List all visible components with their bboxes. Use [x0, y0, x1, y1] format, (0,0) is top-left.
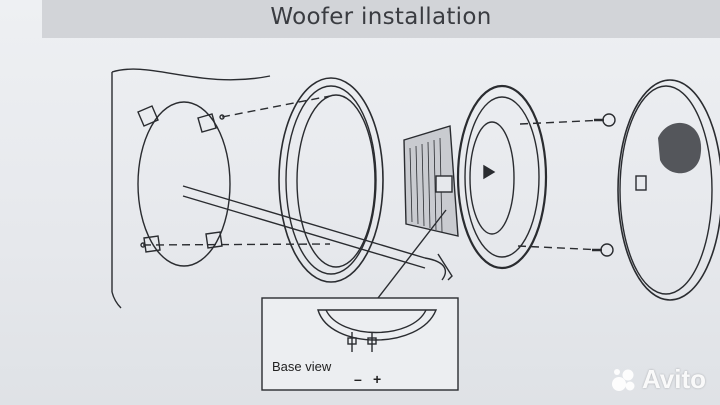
avito-logo-icon — [611, 368, 635, 391]
watermark: Avito — [610, 364, 706, 395]
terminal-minus-label: – — [354, 371, 362, 387]
screw-bottom — [517, 243, 614, 257]
screw-top — [519, 113, 616, 127]
woofer-frame — [456, 84, 548, 270]
terminal-plus-label: + — [373, 371, 382, 387]
watermark-text: Avito — [641, 364, 706, 394]
cabinet-panel — [111, 68, 271, 309]
woofer-magnet — [403, 125, 459, 237]
gasket-ring — [278, 77, 384, 283]
page-title: Woofer installation — [270, 4, 492, 30]
base-view-label: Base view — [272, 359, 332, 374]
speaker-grille — [617, 79, 720, 301]
base-view-inset — [261, 297, 459, 391]
title-band — [42, 0, 720, 38]
